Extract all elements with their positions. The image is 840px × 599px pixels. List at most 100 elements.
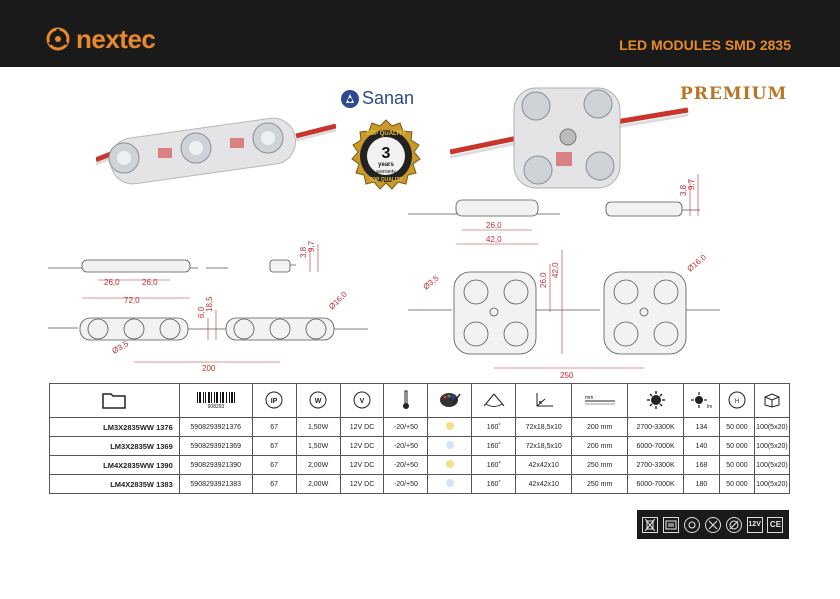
badge-warranty-word: warranty — [376, 169, 396, 175]
dim-4led-vertical-overall: 42,0 — [551, 262, 560, 278]
cell-temp: -20/+50 — [383, 455, 429, 475]
three-led-module-photo — [96, 117, 336, 185]
cell-pack: 100(5x20) — [753, 474, 791, 494]
cell-cct: 6000-7000K — [627, 436, 684, 456]
sanan-logo-icon — [341, 89, 359, 108]
dim-4led-overall: 42,0 — [486, 235, 502, 244]
specification-table: 908293 IP W V mm — [49, 383, 791, 494]
rohs-icon — [684, 516, 701, 533]
sanan-logo: Sanan — [340, 88, 414, 109]
weee-icon — [642, 516, 659, 533]
cell-lm: 140 — [683, 436, 720, 456]
ip-icon: IP — [251, 383, 297, 418]
cell-name: LM3X2835WW 1376 — [49, 417, 180, 437]
cell-size: 42x42x10 — [515, 474, 573, 494]
brand-logo: nextec — [46, 24, 156, 54]
svg-text:W: W — [315, 398, 322, 405]
ce-mark: CE — [767, 516, 784, 533]
cell-size: 42x42x10 — [515, 455, 573, 475]
badge-top-text: TOP QUALITY — [366, 131, 406, 137]
badge-years-unit: years — [378, 162, 394, 168]
dim-4led-vertical-pitch: 26,0 — [539, 272, 548, 288]
light-color-swatch — [427, 436, 473, 456]
warranty-badge: TOP QUALITY 3 years warranty TOP QUALITY — [351, 119, 421, 190]
beam-angle-icon — [471, 383, 517, 418]
color-temp-icon — [627, 383, 684, 418]
color-dot — [445, 441, 454, 449]
voltage-icon: V — [339, 383, 385, 418]
cell-ean: 5908293921369 — [178, 436, 253, 456]
cell-cable: 250 mm — [571, 455, 629, 475]
svg-text:mm: mm — [585, 395, 593, 401]
cell-power: 1,50W — [295, 436, 341, 456]
cell-angle: 160˚ — [471, 455, 517, 475]
svg-text:H: H — [735, 399, 739, 405]
cell-ip: 67 — [251, 455, 297, 475]
cell-temp: -20/+50 — [383, 417, 429, 437]
svg-text:V: V — [360, 398, 365, 405]
color-dot — [445, 460, 454, 468]
cell-life: 50 000 — [718, 455, 755, 475]
cell-size: 72x18,5x10 — [515, 417, 573, 437]
four-led-module-photo — [450, 87, 689, 189]
dim-3led-narrow-width: 6,0 — [197, 306, 206, 318]
package-icon — [753, 383, 791, 418]
cell-power: 2,00W — [295, 474, 341, 494]
cell-cable: 200 mm — [571, 417, 629, 437]
dim-3led-overall: 72,0 — [124, 296, 140, 305]
dim-3led-spacing: 200 — [202, 364, 216, 373]
badge-years-number: 3 — [382, 145, 391, 162]
premium-label: PREMIUM — [680, 84, 788, 104]
certification-bar: 12V CE — [637, 510, 789, 539]
cell-life: 50 000 — [718, 436, 755, 456]
nextec-logo-icon — [46, 27, 70, 51]
cell-ip: 67 — [251, 474, 297, 494]
dim-4led-lens: Ø16,0 — [686, 252, 709, 273]
cell-temp: -20/+50 — [383, 436, 429, 456]
cell-voltage: 12V DC — [339, 474, 385, 494]
cell-angle: 160˚ — [471, 436, 517, 456]
cell-cable: 250 mm — [571, 474, 629, 494]
cell-life: 50 000 — [718, 474, 755, 494]
cell-pack: 100(5x20) — [753, 417, 791, 437]
dim-3led-lens: Ø16,0 — [327, 289, 349, 311]
cell-pack: 100(5x20) — [753, 436, 791, 456]
dimensions-icon — [515, 383, 573, 418]
cell-power: 2,00W — [295, 455, 341, 475]
cell-lm: 180 — [683, 474, 720, 494]
cell-angle: 160˚ — [471, 417, 517, 437]
cell-cable: 200 mm — [571, 436, 629, 456]
cell-name: LM4X2835W 1383 — [49, 474, 180, 494]
no-mercury-icon — [704, 516, 721, 533]
dim-3led-total-height: 9,7 — [307, 240, 316, 252]
cell-angle: 160˚ — [471, 474, 517, 494]
cell-name: LM4X2835WW 1390 — [49, 455, 180, 475]
thermometer-icon — [383, 383, 429, 418]
cell-cct: 2700-3300K — [627, 455, 684, 475]
cell-lm: 134 — [683, 417, 720, 437]
color-dot — [445, 479, 454, 487]
brand-name: nextec — [76, 24, 156, 54]
cell-voltage: 12V DC — [339, 436, 385, 456]
palette-icon — [427, 383, 473, 418]
power-icon: W — [295, 383, 341, 418]
folder-icon — [49, 383, 180, 418]
cell-lm: 168 — [683, 455, 720, 475]
barcode-digits: 908293 — [207, 404, 224, 408]
dim-3led-pitch-left: 26,0 — [104, 278, 120, 287]
light-color-swatch — [427, 474, 473, 494]
table-header-row: 908293 IP W V mm — [49, 383, 791, 418]
cell-ip: 67 — [251, 436, 297, 456]
cable-length-icon: mm — [571, 383, 629, 418]
cell-cct: 6000-7000K — [627, 474, 684, 494]
cell-name: LM3X2835W 1369 — [49, 436, 180, 456]
dim-4led-pitch: 26,0 — [486, 221, 502, 230]
manual-icon — [663, 516, 680, 533]
cell-pack: 100(5x20) — [753, 455, 791, 475]
color-dot — [445, 422, 454, 430]
dim-4led-spacing: 250 — [560, 371, 574, 380]
light-color-swatch — [427, 417, 473, 437]
